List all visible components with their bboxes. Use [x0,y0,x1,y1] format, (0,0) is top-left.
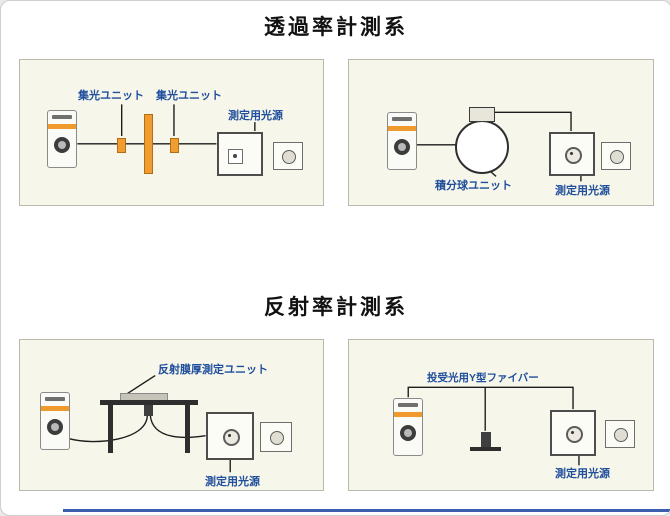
spectrometer-band [394,412,422,417]
integrating-sphere [455,120,509,174]
sample-holder-bar [144,114,153,174]
light-source-main-unit [550,410,596,456]
spectrometer [387,112,417,170]
measurement-probe [144,405,153,416]
panel-transmittance-sphere: 積分球ユニット 測定用光源 [348,59,654,206]
collimator-left-label: 集光ユニット [78,90,144,102]
wiring-lines [407,386,580,466]
panel-reflectance-fiber: 投受光用Y型ファイバー 測定用光源 [348,339,654,491]
light-source-label: 測定用光源 [555,468,610,480]
spectrometer-lens-icon [394,139,410,155]
light-source-dial [610,150,624,164]
spectrometer-lens-icon [47,419,63,435]
spectrometer [40,392,70,450]
integrating-sphere-label: 積分球ユニット [435,180,512,192]
spectrometer-lens-icon [54,137,70,153]
spectrometer [47,110,77,168]
bottom-divider-rule [63,509,670,512]
panel-reflectance-film: 反射膜厚測定ユニット 測定用光源 [19,339,324,491]
light-source-sub-unit [605,420,635,448]
sphere-sample-port [469,107,495,122]
light-source-port [223,429,240,446]
spectrometer-band [48,124,76,129]
spectrometer-screen [392,117,412,121]
light-source-sub-unit [260,422,292,452]
light-source-port [566,426,583,443]
spectrometer [393,398,423,456]
stage-leg [185,405,190,453]
light-source-dial [270,431,284,445]
stage-leg [108,405,113,453]
spectrometer-screen [52,115,72,119]
light-source-label: 測定用光源 [205,476,260,488]
light-source-main-unit [549,132,595,176]
transmittance-section-title: 透過率計測系 [264,16,408,39]
light-source-aperture [228,149,243,164]
y-fiber-label: 投受光用Y型ファイバー [427,372,539,384]
light-source-main-unit [217,132,263,176]
light-source-sub-unit [601,142,631,170]
light-source-label: 測定用光源 [555,185,610,197]
film-unit-label: 反射膜厚測定ユニット [158,364,268,376]
spectrometer-screen [45,397,65,401]
spectrometer-band [41,406,69,411]
spectrometer-lens-icon [400,425,416,441]
fiber-cable-line [69,414,149,443]
light-source-label: 測定用光源 [228,110,283,122]
light-source-sub-unit [273,142,303,170]
panel-transmittance-collimator: 集光ユニット 集光ユニット 測定用光源 [19,59,324,206]
collimator-right-label: 集光ユニット [156,90,222,102]
stage-top-bar [100,400,198,405]
fiber-probe [481,432,491,447]
fiber-cable-line [149,414,206,439]
fiber-cable-line [494,111,572,132]
fiber-cable-line [407,386,574,410]
light-source-dial [614,428,628,442]
light-source-dial [282,150,296,164]
collimator-lens [117,138,126,153]
spectrometer-screen [398,403,418,407]
light-source-port [565,147,582,164]
reflectance-section-title: 反射率計測系 [264,296,408,319]
spectrometer-band [388,126,416,131]
light-source-main-unit [206,412,254,460]
collimator-lens [170,138,179,153]
probe-stand-base [470,447,501,451]
